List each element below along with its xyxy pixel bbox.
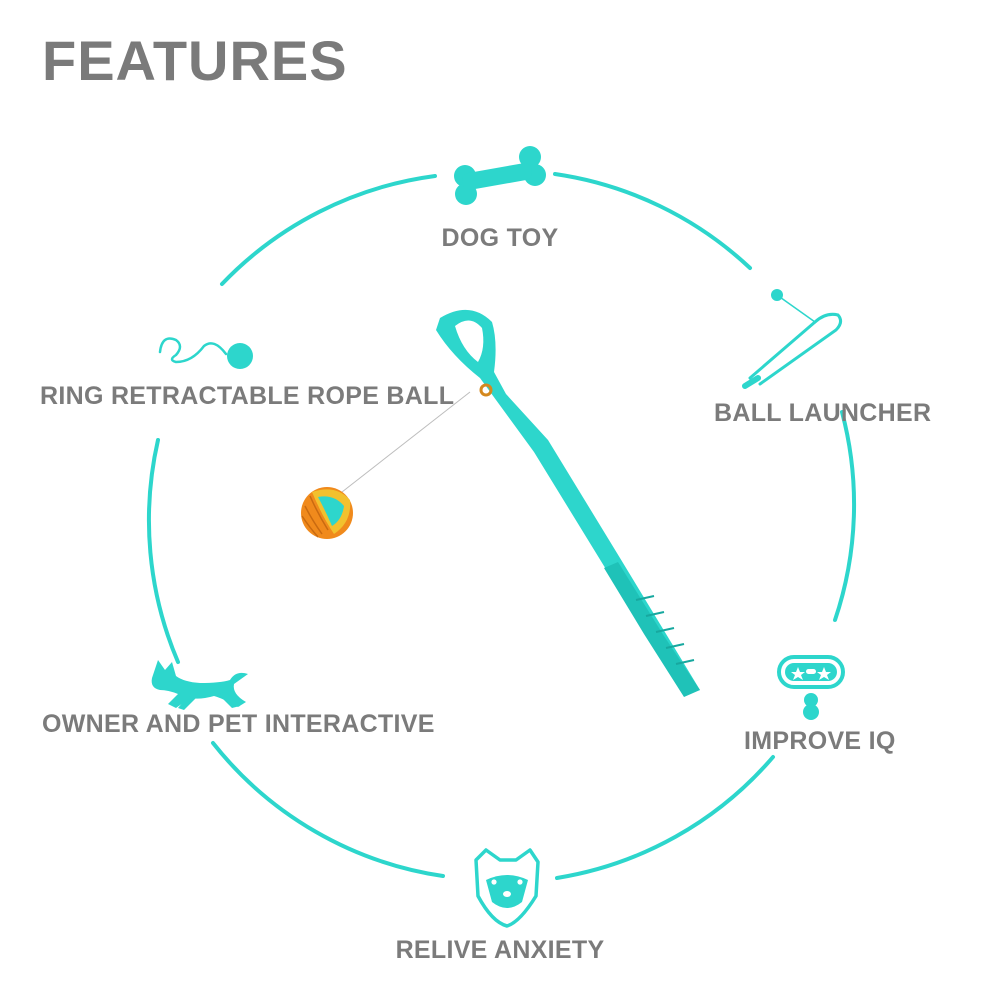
collar-icon xyxy=(777,655,845,720)
shiba-face-icon xyxy=(474,848,540,928)
feature-circle xyxy=(146,172,857,880)
arc-top-left xyxy=(220,174,437,286)
rope-ball-icon xyxy=(158,337,253,369)
ball-launcher-icon xyxy=(742,289,843,389)
ball-launcher-product xyxy=(341,309,700,697)
arc-left xyxy=(146,438,180,664)
arc-bottom-right xyxy=(555,755,775,880)
arc-top-right xyxy=(553,172,752,270)
arc-right xyxy=(833,410,857,622)
retractable-rope xyxy=(341,391,471,493)
label-owner-pet: OWNER AND PET INTERACTIVE xyxy=(42,710,435,738)
rope-ball-product xyxy=(301,487,353,539)
page-title: FEATURES xyxy=(42,29,348,92)
bone-icon xyxy=(454,146,546,205)
arc-bottom-left xyxy=(211,741,445,878)
label-ball-launcher: BALL LAUNCHER xyxy=(714,399,932,427)
label-improve-iq: IMPROVE IQ xyxy=(744,727,896,755)
running-dog-icon xyxy=(151,660,248,710)
label-rope-ball: RING RETRACTABLE ROPE BALL xyxy=(40,382,455,410)
label-dog-toy: DOG TOY xyxy=(441,224,559,252)
label-relive-anxiety: RELIVE ANXIETY xyxy=(395,936,605,964)
